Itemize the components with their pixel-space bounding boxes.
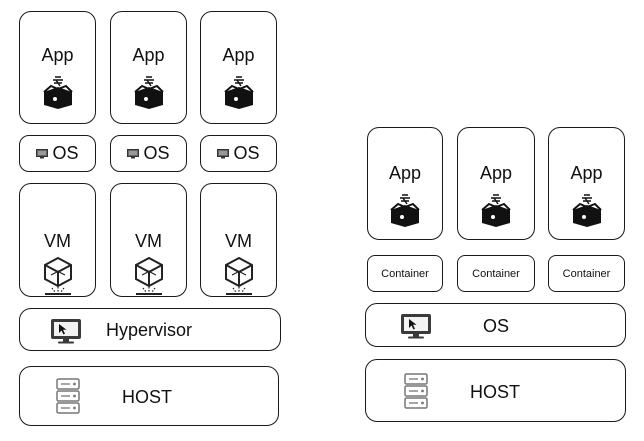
app-label: App <box>222 45 255 65</box>
container-app-box: App <box>367 127 443 240</box>
server-icon <box>404 373 428 409</box>
container-box: Container <box>548 255 625 292</box>
vm-label: VM <box>225 231 252 251</box>
host-label: HOST <box>470 382 521 402</box>
app-label: App <box>41 45 74 65</box>
vm-cube-icon <box>134 256 163 295</box>
vm-label: VM <box>44 231 71 251</box>
host-label: HOST <box>122 387 173 407</box>
container-app-box: App <box>548 127 625 240</box>
container-label: Container <box>472 267 520 280</box>
app-package-icon <box>133 76 164 109</box>
os-layer: OS <box>365 303 626 347</box>
vm-cube-icon <box>224 256 253 295</box>
vm-box: VM <box>19 183 96 297</box>
os-label: OS <box>52 143 79 163</box>
monitor-cursor-icon <box>51 319 81 344</box>
monitor-mini-icon <box>217 148 230 158</box>
host-layer: HOST <box>365 359 626 422</box>
container-label: Container <box>562 267 611 280</box>
vm-app-box: App <box>200 11 277 124</box>
app-label: App <box>479 163 513 183</box>
app-package-icon <box>390 194 420 227</box>
vm-guest-os-box: OS <box>110 135 187 172</box>
hypervisor-label: Hypervisor <box>106 320 193 340</box>
container-box: Container <box>367 255 443 292</box>
monitor-mini-icon <box>127 148 140 158</box>
container-label: Container <box>381 267 429 280</box>
container-app-box: App <box>457 127 535 240</box>
vm-guest-os-box: OS <box>200 135 277 172</box>
monitor-mini-icon <box>36 148 49 158</box>
app-label: App <box>570 163 603 183</box>
app-package-icon <box>571 194 602 227</box>
app-package-icon <box>42 76 73 109</box>
app-label: App <box>388 163 422 183</box>
hypervisor-layer: Hypervisor <box>19 308 281 351</box>
vm-app-box: App <box>19 11 96 124</box>
vm-guest-os-box: OS <box>19 135 96 172</box>
app-package-icon <box>223 76 254 109</box>
vm-cube-icon <box>43 256 72 295</box>
app-package-icon <box>481 194 511 227</box>
os-label: OS <box>143 143 170 163</box>
vm-box: VM <box>200 183 277 297</box>
vm-label: VM <box>135 231 162 251</box>
os-layer-label: OS <box>483 316 510 336</box>
os-label: OS <box>233 143 260 163</box>
vm-app-box: App <box>110 11 187 124</box>
monitor-cursor-icon <box>401 314 431 339</box>
host-layer: HOST <box>19 366 279 426</box>
vm-box: VM <box>110 183 187 297</box>
app-label: App <box>132 45 165 65</box>
server-icon <box>56 378 80 414</box>
container-box: Container <box>457 255 535 292</box>
